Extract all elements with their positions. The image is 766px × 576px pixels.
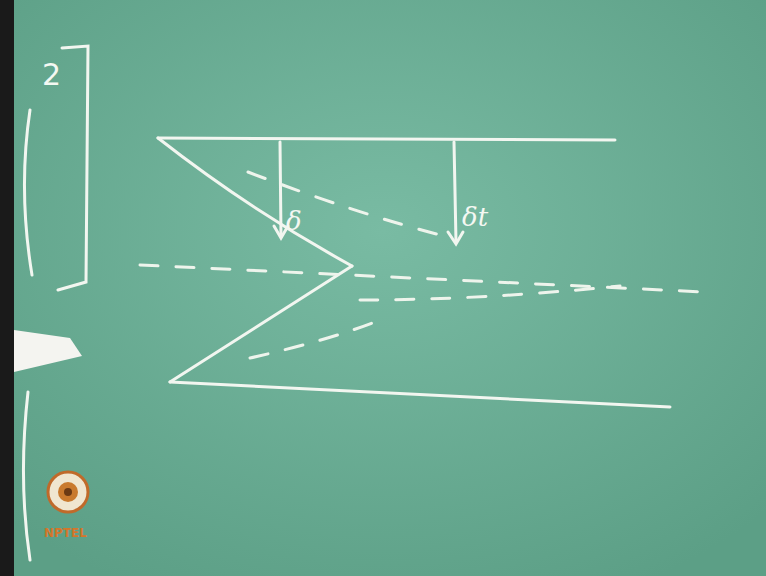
centerline: [140, 265, 705, 292]
thickness-arrow: [454, 142, 456, 242]
thickness-arrow: [280, 142, 281, 236]
layer-edge: [250, 320, 380, 358]
lower-plate: [170, 266, 352, 382]
layer-edge: [248, 172, 452, 238]
arrow-head: [274, 226, 288, 238]
upper-wall: [158, 138, 615, 140]
paren: [23, 392, 30, 560]
bracket: [58, 46, 88, 290]
board-edge: [0, 0, 14, 576]
wake-edge: [360, 286, 620, 300]
thickness-symbol: δ: [286, 208, 302, 234]
logo-text: NPTEL: [44, 527, 87, 539]
dashed-lines: [140, 172, 705, 358]
lower-wall: [170, 382, 670, 407]
chalk-lines: [23, 46, 670, 560]
nptel-logo: [48, 472, 88, 512]
upper-plate: [158, 138, 352, 266]
paren: [24, 110, 32, 275]
chalk-piece: [14, 330, 82, 372]
arrow-head: [448, 232, 463, 244]
exponent: 2: [42, 60, 61, 90]
thickness-symbol: δt: [462, 204, 488, 230]
